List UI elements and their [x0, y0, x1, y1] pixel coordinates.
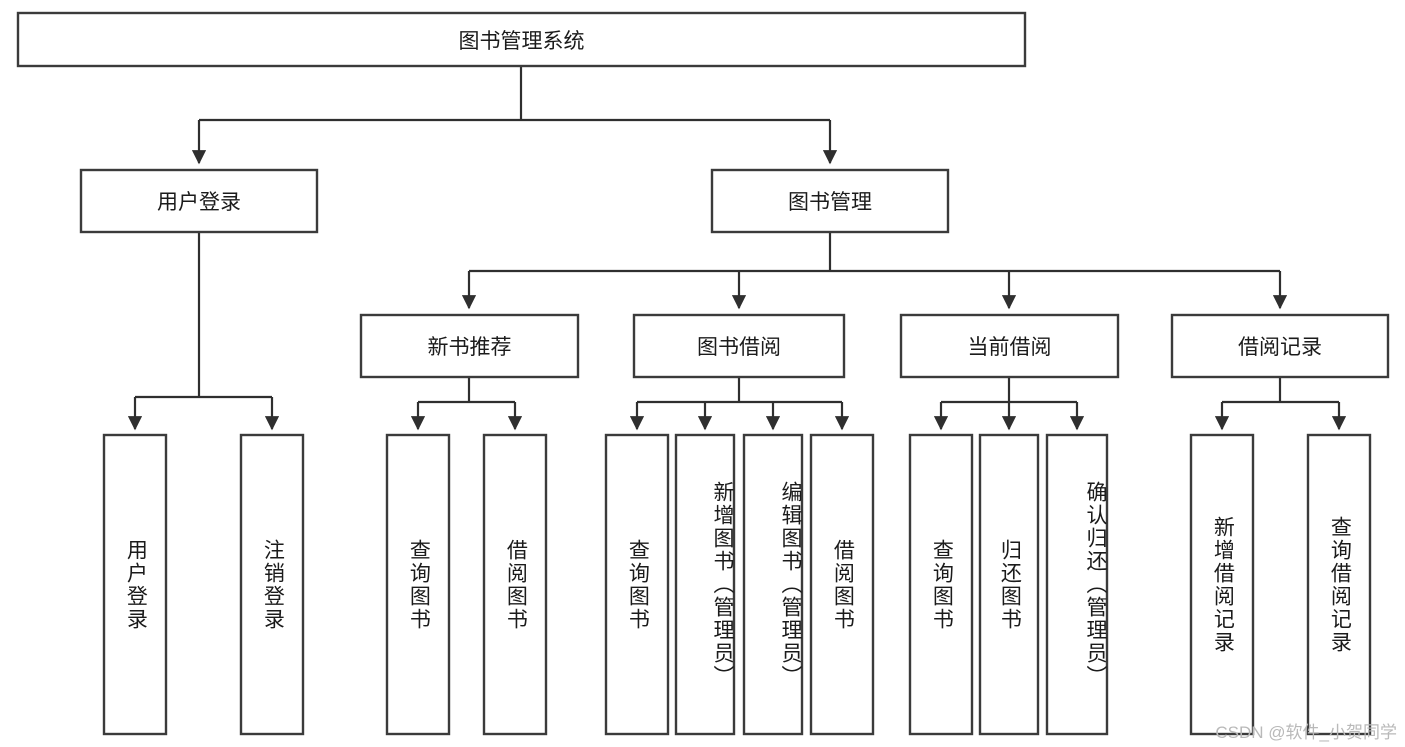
- node-book-manage-box[interactable]: [710, 168, 950, 234]
- leaf-new-book-1-box[interactable]: [385, 433, 451, 736]
- leaf-current-borrow-3-box[interactable]: [1045, 433, 1109, 736]
- node-root-box[interactable]: [16, 11, 1027, 68]
- node-book-borrow-box[interactable]: [632, 313, 846, 379]
- leaf-book-borrow-2-box[interactable]: [674, 433, 736, 736]
- leaf-book-borrow-4-box[interactable]: [809, 433, 875, 736]
- node-user-login-box[interactable]: [79, 168, 319, 234]
- leaf-new-book-2-box[interactable]: [482, 433, 548, 736]
- leaf-current-borrow-2-box[interactable]: [978, 433, 1040, 736]
- leaf-user-login-1-box[interactable]: [102, 433, 168, 736]
- leaf-borrow-record-2-box[interactable]: [1306, 433, 1372, 736]
- leaf-current-borrow-1-box[interactable]: [908, 433, 974, 736]
- node-current-borrow-box[interactable]: [899, 313, 1120, 379]
- leaf-borrow-record-1-box[interactable]: [1189, 433, 1255, 736]
- node-new-book-box[interactable]: [359, 313, 580, 379]
- leaf-book-borrow-1-box[interactable]: [604, 433, 670, 736]
- csdn-watermark: CSDN @软件_小贺同学: [1215, 723, 1397, 742]
- leaf-book-borrow-3-box[interactable]: [742, 433, 804, 736]
- leaf-user-login-2-box[interactable]: [239, 433, 305, 736]
- node-borrow-record-box[interactable]: [1170, 313, 1390, 379]
